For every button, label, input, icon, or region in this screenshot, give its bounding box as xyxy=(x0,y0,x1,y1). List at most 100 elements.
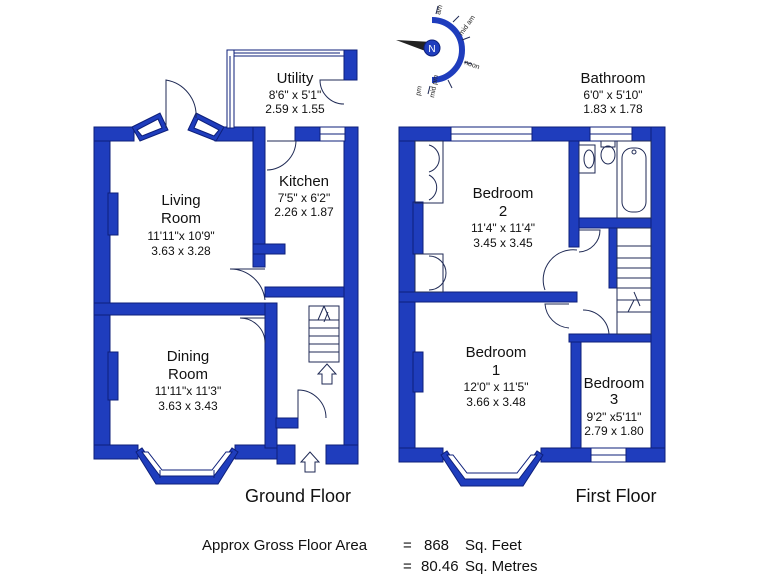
first-wall-top-left xyxy=(398,126,452,142)
ground-wall-hall xyxy=(264,302,278,449)
compass-am: am xyxy=(435,4,444,15)
living-inner-door xyxy=(229,268,266,301)
ground-floor-title: Ground Floor xyxy=(245,486,351,506)
compass-north-label: N xyxy=(428,44,435,55)
wardrobe-door-arc xyxy=(428,144,440,173)
first-wall-bottom-right xyxy=(625,447,666,463)
bedroom3-metric: 2.79 x 1.80 xyxy=(584,424,644,438)
dining-imperial: 11'11"x 11'3" xyxy=(155,384,221,398)
living-name-1: Living xyxy=(161,192,200,209)
entrance-arrow-icon xyxy=(299,451,321,473)
first-wall-bed3-top xyxy=(568,333,652,343)
kitchen-name: Kitchen xyxy=(279,173,329,190)
first-stairs xyxy=(616,227,652,335)
area-value-sqft: 868 xyxy=(424,537,449,554)
bedroom3-imperial: 9'2" x5'11" xyxy=(587,410,642,424)
first-wall-right xyxy=(650,126,666,462)
bedroom3-name-1: Bedroom xyxy=(584,375,645,392)
basin xyxy=(578,144,596,174)
bathroom-metric: 1.83 x 1.78 xyxy=(583,102,643,116)
area-eq-2: = xyxy=(403,558,412,575)
bedroom2-imperial: 11'4" x 11'4" xyxy=(471,221,535,235)
wardrobe-door-arc xyxy=(428,255,447,291)
ground-chimney-breast-lower xyxy=(107,351,119,401)
utility-walls xyxy=(226,49,358,129)
bedroom3-door xyxy=(582,309,610,335)
ground-wall-bottom-hall xyxy=(325,444,359,465)
compass-mid-am: mid am xyxy=(458,14,477,37)
ground-wall-bottom-porch xyxy=(276,444,296,465)
first-chimney-breast-upper xyxy=(412,201,424,255)
basin-bowl-icon xyxy=(583,149,595,169)
wardrobe-door-arc xyxy=(428,174,438,201)
compass-north-icon xyxy=(423,39,441,57)
bathroom-imperial: 6'0" x 5'10" xyxy=(583,88,642,102)
bathtub xyxy=(616,140,652,219)
gross-area: Approx Gross Floor Area = 868 Sq. Feet =… xyxy=(202,537,538,575)
living-name-2: Room xyxy=(161,210,201,227)
dining-name-1: Dining xyxy=(167,348,210,365)
utility-metric: 2.59 x 1.55 xyxy=(265,102,325,116)
living-metric: 3.63 x 3.28 xyxy=(151,244,211,258)
front-door xyxy=(297,389,327,419)
ground-bay-window-glass xyxy=(141,451,233,477)
bathroom-name: Bathroom xyxy=(580,70,645,87)
ground-bay-window-frame xyxy=(135,447,239,485)
compass-sun-arc xyxy=(431,17,466,83)
compass-mid-pm: mid pm xyxy=(429,74,440,98)
bedroom1-name-1: Bedroom xyxy=(466,344,527,361)
compass-needle-icon xyxy=(396,40,432,52)
first-wall-stair-landing xyxy=(608,227,618,289)
wardrobe xyxy=(414,253,444,293)
stairs-up-arrow-icon xyxy=(316,363,338,385)
ground-wall-right xyxy=(343,126,359,465)
dining-door xyxy=(239,317,266,344)
bathroom-door xyxy=(578,229,601,253)
compass-ticks xyxy=(427,5,473,95)
ground-chimney-breast-upper xyxy=(107,192,119,236)
wardrobe xyxy=(414,140,444,204)
area-unit-sqm: Sq. Metres xyxy=(465,558,538,575)
living-imperial: 11'11"x 10'9" xyxy=(147,229,214,243)
dining-name-2: Room xyxy=(168,366,208,383)
first-wall-bed3-left xyxy=(570,341,582,449)
first-wall-bath-left xyxy=(568,140,580,248)
first-floor-plan xyxy=(398,126,666,487)
first-floor-labels: Bathroom 6'0" x 5'10" 1.83 x 1.78 Bedroo… xyxy=(464,70,657,506)
ground-wall-bottom-left xyxy=(93,444,139,460)
kitchen-imperial: 7'5" x 6'2" xyxy=(278,191,330,205)
bedroom1-door xyxy=(544,303,570,329)
ground-wall-kitchen-stub xyxy=(252,243,286,255)
living-window-left-glass xyxy=(136,118,163,137)
first-bay-window-frame xyxy=(440,450,544,487)
bedroom1-imperial: 12'0" x 11'5" xyxy=(464,380,529,394)
bathtub-inner xyxy=(621,147,647,213)
first-bay-window-glass xyxy=(446,454,538,480)
bedroom3-name-2: 3 xyxy=(610,391,618,408)
first-wall-top-mid xyxy=(531,126,591,142)
bedroom2-name-1: Bedroom xyxy=(473,185,534,202)
ground-wall-living-dining xyxy=(93,302,277,316)
first-stair-treads xyxy=(617,245,651,313)
compass-pm: pm xyxy=(415,85,424,96)
ground-stairs xyxy=(308,305,340,363)
first-floor-title: First Floor xyxy=(576,486,657,506)
ground-floor-plan xyxy=(93,49,359,485)
ground-wall-top-left xyxy=(93,126,135,142)
ground-wall-kitchen-lower xyxy=(264,286,345,298)
ground-wall-living-kitchen xyxy=(252,126,266,268)
first-wall-bed1-bed2 xyxy=(398,291,578,303)
area-unit-sqft: Sq. Feet xyxy=(465,537,523,554)
first-wall-bottom-mid xyxy=(540,447,592,463)
kitchen-door xyxy=(266,140,297,171)
utility-name: Utility xyxy=(277,70,314,87)
ground-wall-left xyxy=(93,126,111,460)
bedroom1-metric: 3.66 x 3.48 xyxy=(466,395,526,409)
ground-porch-wall xyxy=(275,417,299,429)
ground-floor-labels: Utility 8'6" x 5'1" 2.59 x 1.55 Kitchen … xyxy=(147,70,351,506)
toilet-icon xyxy=(600,145,616,165)
bedroom2-metric: 3.45 x 3.45 xyxy=(473,236,533,250)
living-window-right-glass xyxy=(193,118,220,137)
toilet-cistern xyxy=(600,140,616,148)
